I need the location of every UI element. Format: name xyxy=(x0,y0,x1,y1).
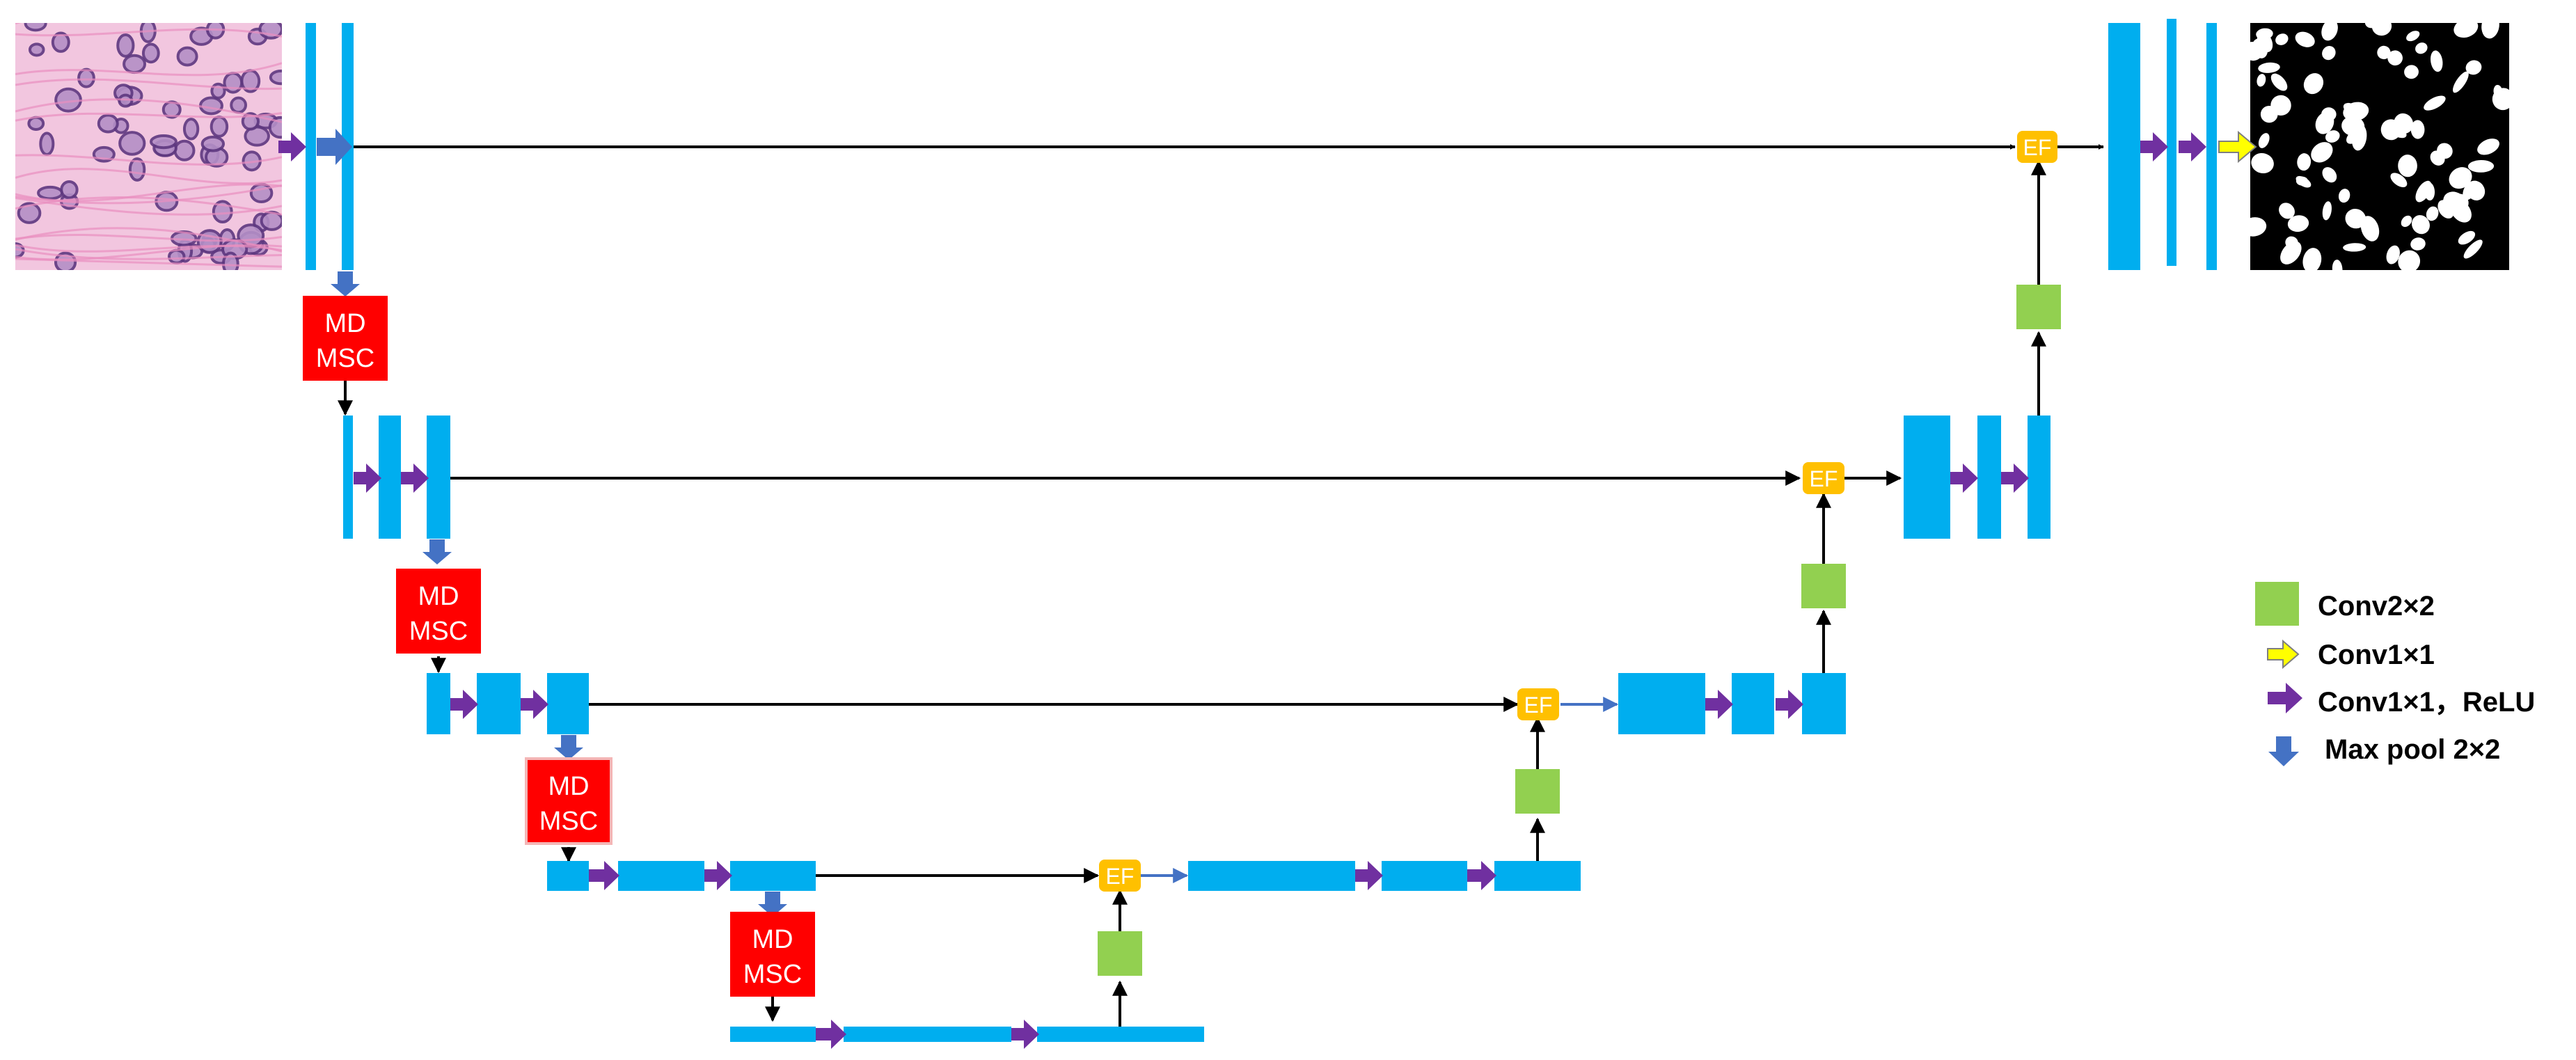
conv1x1-relu-arrow-icon xyxy=(1950,464,1978,493)
svg-text:MD: MD xyxy=(752,925,793,954)
svg-text:MSC: MSC xyxy=(409,617,468,646)
md-msc-blocks: MD MSC MD MSC MD MSC MD MSC xyxy=(303,296,815,997)
output-mask-image xyxy=(2250,23,2509,270)
conv1x1-relu-arrow-icon xyxy=(816,1020,846,1049)
legend-conv2x2-swatch xyxy=(2255,582,2299,626)
conv1x1-relu-arrow-icon xyxy=(2140,132,2168,161)
feature-map xyxy=(1732,673,1774,734)
legend: Conv2×2 Conv1×1 Conv1×1，ReLU Max pool 2×… xyxy=(2255,582,2535,766)
svg-text:MD: MD xyxy=(548,772,589,801)
maxpool-arrow-icon xyxy=(317,129,352,165)
svg-text:EF: EF xyxy=(1524,693,1553,718)
conv1x1-relu-arrow-icon xyxy=(1355,861,1383,890)
conv1x1-relu-arrow-icon xyxy=(2179,132,2206,161)
feature-map xyxy=(306,23,316,270)
feature-map xyxy=(730,861,816,891)
feature-map xyxy=(2206,23,2217,270)
feature-map xyxy=(1618,673,1705,734)
conv1x1-relu-arrow-icon xyxy=(1705,690,1733,719)
svg-text:EF: EF xyxy=(2023,135,2052,160)
skip-connections xyxy=(351,144,2016,883)
feature-map xyxy=(1382,861,1467,891)
conv1x1-relu-arrow-icon xyxy=(1011,1020,1039,1049)
ef-block: EF xyxy=(1099,860,1141,892)
feature-map xyxy=(427,416,450,539)
feature-map xyxy=(1188,861,1355,891)
conv1x1-relu-arrow-icon xyxy=(278,132,306,161)
svg-text:EF: EF xyxy=(1106,864,1135,889)
md-msc-block: MD MSC xyxy=(525,757,613,845)
conv1x1-relu-arrow-icon xyxy=(1467,861,1496,890)
feature-map xyxy=(547,673,589,734)
feature-map xyxy=(1802,673,1846,734)
maxpool-arrows xyxy=(317,129,787,917)
feature-map xyxy=(1977,416,2001,539)
conv1x1-relu-arrow-icon xyxy=(589,861,619,890)
feature-map xyxy=(2108,23,2140,270)
legend-conv1x1-label: Conv1×1 xyxy=(2318,640,2435,670)
legend-conv1x1-relu-icon xyxy=(2268,683,2302,713)
feature-map xyxy=(427,673,450,734)
conv1x1-relu-arrow-icon xyxy=(354,464,381,493)
feature-map xyxy=(618,861,704,891)
maxpool-arrow-icon xyxy=(331,271,360,296)
conv2x2-block xyxy=(1515,769,1560,814)
conv2x2-block xyxy=(1098,931,1142,976)
conv1x1-relu-arrow-icon xyxy=(704,861,732,890)
svg-text:MSC: MSC xyxy=(316,344,374,373)
feature-map xyxy=(730,1027,816,1042)
legend-conv1x1-relu-label: Conv1×1，ReLU xyxy=(2318,687,2535,718)
conv2x2-blocks xyxy=(1098,285,2061,976)
svg-text:EF: EF xyxy=(1810,466,1838,491)
md-msc-block: MD MSC xyxy=(730,912,815,997)
conv1x1-relu-arrow-icon xyxy=(521,690,548,719)
vertical-arrows xyxy=(338,144,2104,1027)
conv1x1-relu-arrow-icon xyxy=(1776,690,1803,719)
feature-map xyxy=(1037,1027,1204,1042)
conv2x2-block xyxy=(2016,285,2061,329)
feature-map xyxy=(547,861,589,891)
feature-map xyxy=(844,1027,1011,1042)
md-msc-block: MD MSC xyxy=(303,296,388,381)
svg-text:MSC: MSC xyxy=(539,807,598,836)
svg-text:MSC: MSC xyxy=(743,960,802,989)
feature-map xyxy=(1494,861,1581,891)
feature-map xyxy=(343,416,353,539)
maxpool-arrow-icon xyxy=(422,539,452,564)
feature-map xyxy=(2028,416,2050,539)
md-msc-block: MD MSC xyxy=(396,569,481,654)
ef-block: EF xyxy=(2017,131,2057,163)
legend-maxpool-label: Max pool 2×2 xyxy=(2325,734,2500,765)
legend-conv1x1-icon xyxy=(2267,639,2300,670)
feature-map xyxy=(1904,416,1950,539)
conv1x1-arrow-icon xyxy=(2218,130,2257,164)
input-image xyxy=(15,23,282,270)
feature-map xyxy=(379,416,401,539)
legend-conv2x2-label: Conv2×2 xyxy=(2318,591,2435,622)
ef-block: EF xyxy=(1803,462,1844,494)
feature-map xyxy=(477,673,521,734)
svg-text:MD: MD xyxy=(418,582,459,611)
conv1x1-relu-arrow-icon xyxy=(450,690,478,719)
conv1x1-relu-arrow-icon xyxy=(2001,464,2029,493)
feature-maps xyxy=(306,19,2217,1042)
ef-block: EF xyxy=(1517,688,1559,720)
svg-text:MD: MD xyxy=(324,309,365,338)
legend-maxpool-icon xyxy=(2268,736,2299,766)
ef-blocks: EF EF EF EF xyxy=(1099,131,2057,892)
conv1x1-relu-arrow-icon xyxy=(401,464,429,493)
feature-map xyxy=(2167,19,2176,266)
maxpool-arrow-icon xyxy=(554,735,583,760)
ef-output-arrows xyxy=(1141,697,1619,883)
conv2x2-block xyxy=(1801,564,1846,608)
maxpool-arrow-icon xyxy=(758,892,787,917)
conv1x1-relu-arrows xyxy=(278,132,2206,1049)
